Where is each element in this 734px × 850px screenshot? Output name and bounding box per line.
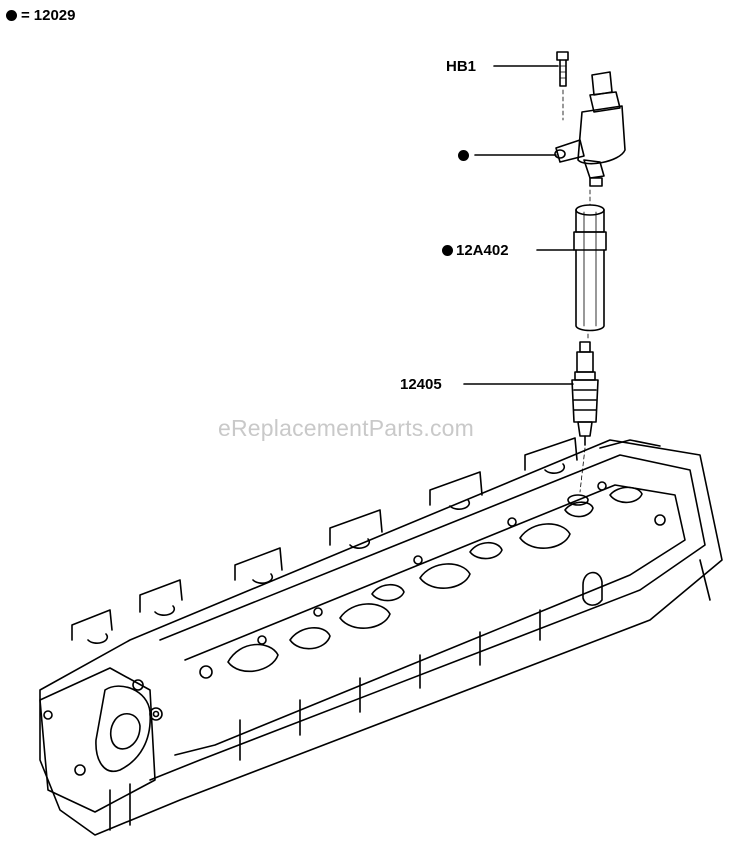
legend-value: 12029 bbox=[33, 7, 76, 24]
callout-boot: 12A402 bbox=[442, 243, 509, 258]
callout-coil bbox=[458, 149, 469, 164]
legend: = 12029 bbox=[6, 7, 75, 24]
callout-boot-dot-icon bbox=[442, 245, 453, 256]
ignition-coil bbox=[554, 71, 626, 187]
watermark: eReplacementParts.com bbox=[218, 415, 475, 441]
legend-dot-icon bbox=[6, 10, 17, 21]
coil-boot bbox=[573, 204, 607, 332]
spark-plug bbox=[571, 341, 599, 446]
callout-plug: 12405 bbox=[400, 377, 442, 392]
bolt-hb1 bbox=[556, 51, 569, 87]
callout-hb1-text: HB1 bbox=[446, 58, 477, 75]
callout-coil-dot-icon bbox=[458, 150, 469, 161]
callout-hb1: HB1 bbox=[446, 59, 476, 74]
legend-equals: = bbox=[21, 7, 30, 24]
cylinder-head bbox=[39, 437, 723, 836]
callout-boot-text: 12A402 bbox=[456, 242, 509, 259]
callout-plug-text: 12405 bbox=[400, 376, 442, 393]
